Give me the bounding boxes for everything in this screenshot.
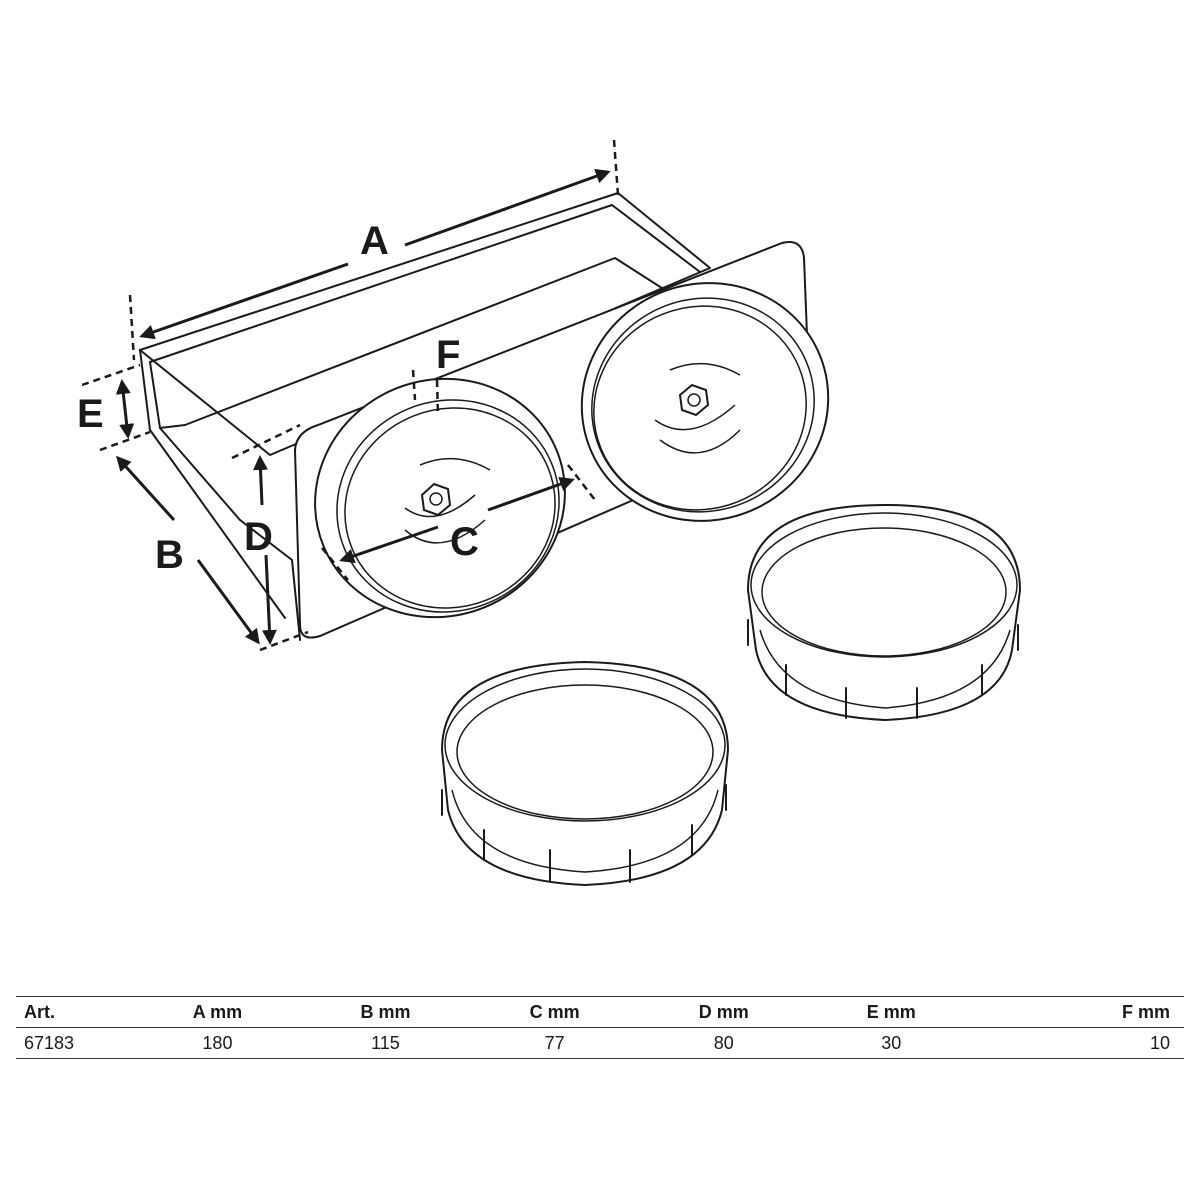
- spec-table: Art. A mm B mm C mm D mm E mm F mm 67183…: [16, 996, 1184, 1059]
- header-art: Art.: [24, 1001, 55, 1022]
- cell-e: 30: [881, 1032, 902, 1053]
- ring-left: [440, 660, 730, 887]
- header-d: D mm: [698, 1001, 749, 1022]
- left-magnet: [314, 377, 566, 619]
- dimension-arrows: [115, 169, 611, 645]
- label-f: F: [436, 333, 460, 377]
- header-e: E mm: [866, 1001, 916, 1022]
- label-e: E: [77, 392, 104, 436]
- cell-f: 10: [1149, 1032, 1170, 1053]
- label-a: A: [360, 219, 389, 263]
- header-b: B mm: [360, 1001, 411, 1022]
- cell-d: 80: [713, 1032, 734, 1053]
- label-d: D: [244, 515, 273, 559]
- cell-art: 67183: [24, 1032, 75, 1053]
- cell-a: 180: [202, 1032, 233, 1053]
- cell-c: 77: [544, 1032, 565, 1053]
- header-f: F mm: [1121, 1001, 1170, 1022]
- header-a: A mm: [192, 1001, 243, 1022]
- label-b: B: [155, 533, 184, 577]
- cell-b: 115: [371, 1032, 400, 1053]
- label-c: C: [450, 520, 479, 564]
- ring-right: [746, 503, 1022, 722]
- dimension-extensions: [81, 139, 620, 652]
- tray: [139, 192, 711, 641]
- spec-table-header: Art. A mm B mm C mm D mm E mm F mm: [16, 996, 1184, 1028]
- product-diagram: A B C D E F: [77, 139, 1022, 887]
- header-c: C mm: [529, 1001, 580, 1022]
- right-magnet: [580, 282, 830, 522]
- table-row: 67183 180 115 77 80 30 10: [16, 1028, 1184, 1059]
